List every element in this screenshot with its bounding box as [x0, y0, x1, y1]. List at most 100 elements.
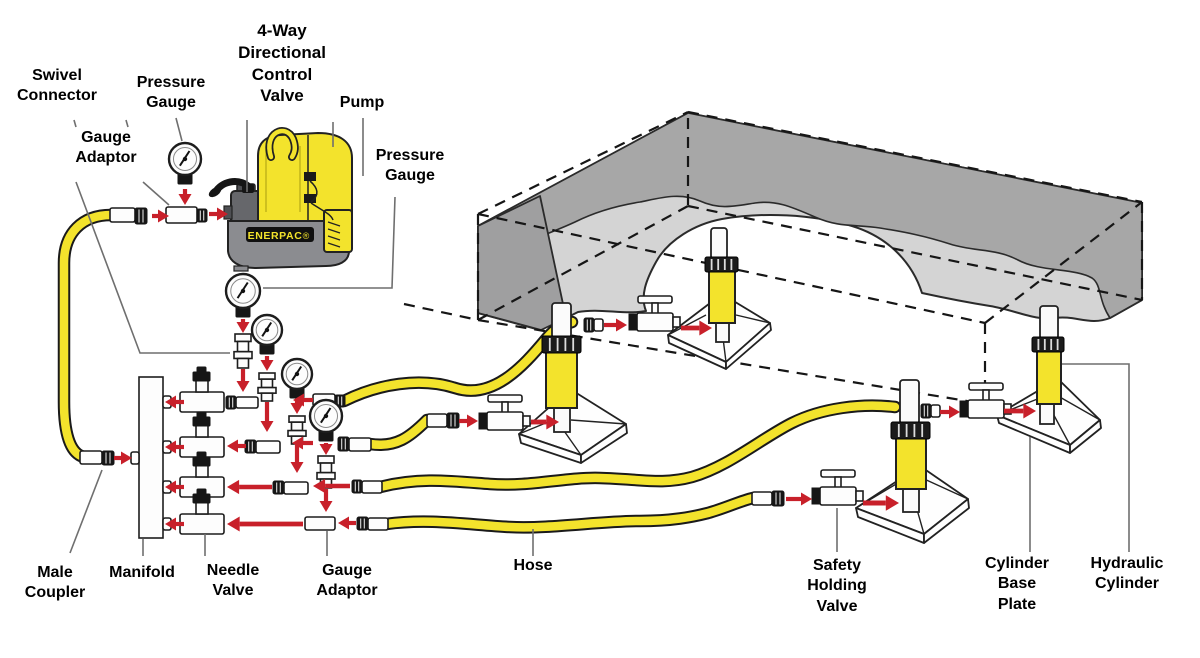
red-arrow-head [949, 405, 960, 419]
hose-ferrule [109, 207, 136, 223]
red-arrow-head [227, 479, 240, 495]
main-hose [57, 208, 118, 463]
male-coupler [583, 317, 595, 333]
red-arrow-head [236, 322, 250, 333]
manifold-body [138, 376, 164, 539]
red-arrow-head [121, 451, 132, 465]
red-arrow-head [313, 478, 326, 494]
needle-valve-body [179, 391, 225, 413]
cylinder-collar [704, 256, 739, 273]
safety-valve-body [967, 399, 1005, 419]
red-arrow-head [217, 207, 228, 221]
label-hose: Hose [513, 557, 553, 574]
pump-grille [323, 209, 353, 253]
dashed-edge [984, 201, 1143, 324]
label-cylinder-base-plate: Cylinder Base Plate [984, 555, 1049, 613]
couplers-and-fittings [79, 206, 941, 531]
male-coupler [337, 436, 350, 452]
label-gauge-adaptor-bottom: Gauge Adaptor [316, 562, 378, 600]
piston-rod [899, 379, 920, 425]
label-4way-valve: 4-Way Directional Control Valve [238, 21, 326, 106]
safety-valve-handle [820, 469, 856, 478]
label-gauge-adaptor-top: Gauge Adaptor [75, 129, 137, 167]
label-pump: Pump [339, 94, 385, 111]
leader-line [125, 119, 129, 128]
red-arrow-head [165, 395, 176, 409]
enerpac-brand-text: ENERPAC [248, 230, 303, 242]
hose-ferrule [361, 480, 383, 494]
leader-line [73, 119, 77, 128]
safety-valve-body [819, 486, 857, 506]
red-arrow-head [290, 462, 304, 473]
male-coupler [101, 450, 115, 466]
hose-row2 [365, 415, 432, 450]
red-arrow-head [178, 194, 192, 205]
pressure-gauges [167, 141, 344, 442]
cylinder-collars [541, 256, 1065, 440]
cylinder-body [895, 436, 927, 490]
cylinder-body [708, 270, 736, 324]
leader-line [175, 117, 183, 142]
red-arrow-head [319, 444, 333, 455]
piston-rod [1039, 305, 1059, 340]
gauge-adaptor [317, 455, 335, 464]
gauge-adaptor [288, 415, 306, 423]
dashed-edge [687, 110, 1143, 204]
hose-ferrule [751, 491, 773, 506]
male-coupler [272, 480, 285, 495]
gauge-adaptor [258, 372, 276, 380]
label-needle-valve: Needle Valve [206, 562, 260, 600]
male-coupler [446, 412, 460, 429]
hose-ferrule [235, 396, 259, 409]
hose-ferrule [348, 437, 372, 452]
red-arrow-head [227, 439, 238, 453]
label-male-coupler: Male Coupler [24, 564, 86, 602]
flow-arrows [114, 189, 1036, 532]
dashed-edge [477, 212, 986, 325]
male-coupler [920, 403, 932, 419]
safety-valve-body [636, 312, 674, 332]
label-pressure-gauge-left: Pressure Gauge [136, 74, 206, 112]
red-arrow-head [292, 436, 303, 450]
male-coupler [134, 207, 148, 225]
red-arrow-head [616, 318, 627, 332]
dashed-edge [477, 205, 689, 321]
red-arrow-head [290, 403, 304, 414]
red-arrow-head [1023, 403, 1036, 419]
red-arrow-head [801, 492, 812, 506]
male-coupler [351, 479, 363, 494]
hose-row1 [339, 317, 577, 406]
red-arrow-head [158, 209, 169, 223]
red-arrow-head [699, 320, 712, 336]
hose-ferrule [593, 318, 604, 332]
red-arrow-head [165, 517, 176, 531]
label-pressure-gauge-right: Pressure Gauge [375, 147, 445, 185]
red-arrow-head [227, 516, 240, 532]
red-arrow-head [546, 414, 559, 430]
leader-line [263, 196, 396, 289]
registered-mark: ® [303, 231, 310, 241]
label-hydraulic-cylinder: Hydraulic Cylinder [1090, 555, 1164, 593]
red-arrow-head [338, 516, 349, 530]
red-arrow-head [319, 501, 333, 512]
hose-ferrule [930, 404, 941, 418]
piston-rod [710, 227, 728, 260]
red-arrow-head [236, 381, 250, 392]
red-arrow-head [885, 495, 899, 511]
hose-ferrule [367, 517, 389, 531]
pump-group: ENERPAC ® [208, 127, 353, 272]
cylinder-body [1036, 349, 1062, 405]
needle-valve-body [179, 513, 225, 535]
label-leader-lines [69, 117, 1130, 556]
label-manifold: Manifold [109, 564, 175, 581]
male-coupler [244, 439, 257, 454]
enerpac-badge [246, 227, 314, 242]
male-coupler [196, 208, 208, 223]
hose-ferrule [283, 481, 309, 495]
hose-ferrule [130, 451, 140, 465]
red-arrow-head [293, 393, 304, 407]
gauge-adaptor [234, 333, 252, 343]
red-arrow-head [467, 414, 478, 428]
manifold-block [138, 376, 164, 539]
red-arrow-head [260, 421, 274, 432]
